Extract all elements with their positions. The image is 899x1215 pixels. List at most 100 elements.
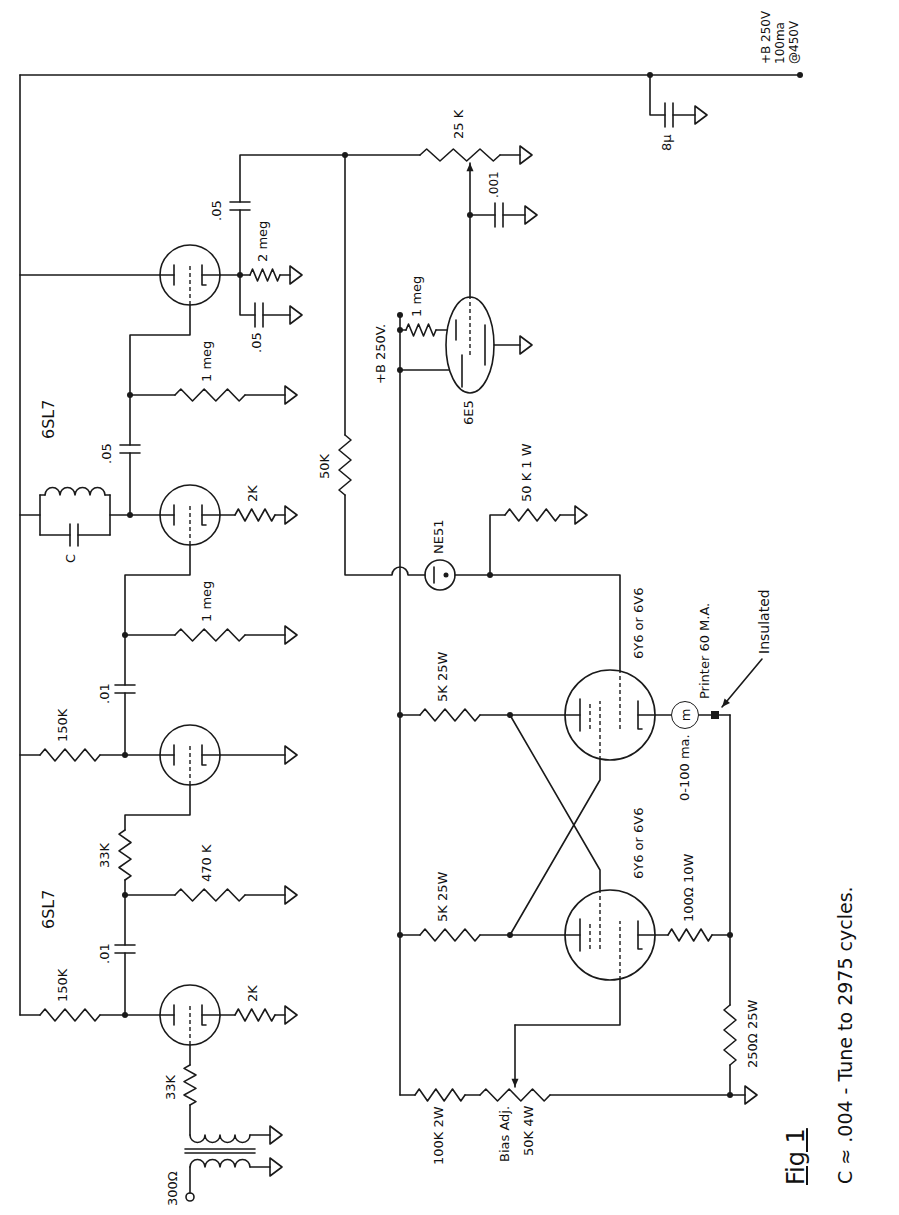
- ground-symbol: [695, 106, 707, 124]
- wire: [510, 760, 600, 935]
- wire: [455, 320, 457, 340]
- wire: [400, 369, 449, 371]
- wire: [100, 1014, 160, 1016]
- wire: [638, 934, 655, 936]
- wire: [125, 545, 190, 635]
- resistor-symbol: [420, 149, 500, 161]
- resistor-symbol: [175, 389, 245, 401]
- wire: [129, 453, 131, 515]
- tube-envelope: [160, 485, 220, 545]
- wire: [125, 894, 175, 896]
- neon-bulb: [425, 560, 455, 590]
- wire: [722, 659, 762, 707]
- resistor-symbol: [119, 830, 131, 880]
- schematic-label: Insulated: [756, 588, 772, 655]
- ground-symbol: [285, 506, 297, 524]
- tube-envelope: [160, 725, 220, 785]
- wire: [189, 1105, 191, 1135]
- schematic-label: C ≈ .004 - Tune to 2975 cycles.: [835, 885, 857, 1185]
- wire: [220, 514, 235, 516]
- wire: [655, 934, 668, 936]
- resistor-symbol: [415, 1089, 465, 1101]
- junction-dot: [397, 712, 403, 718]
- resistor-symbol: [184, 1065, 196, 1105]
- ground-symbol: [575, 506, 587, 524]
- junction-dot: [397, 312, 403, 318]
- resistor-symbol: [420, 709, 480, 721]
- ground-symbol: [285, 886, 297, 904]
- wire: [490, 575, 620, 670]
- wire: [400, 1094, 415, 1096]
- wire: [40, 534, 70, 536]
- schematic-label: +B 250V.: [374, 323, 389, 385]
- wire: [245, 634, 285, 636]
- wire: [20, 74, 800, 76]
- arrow-head: [466, 163, 473, 171]
- schematic-label: 100K 2W: [432, 1105, 447, 1166]
- ground-symbol: [270, 1126, 282, 1144]
- wire: [480, 714, 565, 716]
- schematic-label: +B 250V 100ma @450V: [760, 7, 801, 65]
- capacitor-symbol: [70, 524, 78, 546]
- wire: [240, 274, 250, 276]
- wire: [494, 344, 520, 346]
- wire: [20, 754, 40, 756]
- wire: [189, 1167, 191, 1193]
- tube-envelope: [565, 890, 655, 980]
- schematic-label: 33K: [164, 1074, 179, 1101]
- wire: [729, 1065, 731, 1095]
- wire: [220, 754, 285, 756]
- schematic-label: Bias Adj.: [498, 1105, 513, 1163]
- schematic-label: C: [64, 553, 79, 564]
- wire: [719, 714, 730, 716]
- wire: [19, 75, 21, 1015]
- wire: [185, 1148, 255, 1150]
- tube-envelope: [565, 670, 655, 760]
- wire: [202, 1014, 220, 1016]
- junction-dot: [647, 72, 653, 78]
- tube-envelope: [446, 297, 494, 393]
- wire: [500, 154, 520, 156]
- wire: [245, 394, 285, 396]
- wire: [124, 953, 126, 1015]
- wire: [515, 980, 620, 1025]
- wire: [565, 934, 580, 936]
- wire: [250, 1134, 270, 1136]
- grid-electrode: [589, 921, 590, 949]
- meter-circle: m: [671, 701, 699, 729]
- ground-symbol: [285, 386, 297, 404]
- resistor-symbol: [724, 1005, 736, 1065]
- resistor-symbol: [40, 1009, 100, 1021]
- grid-electrode: [189, 745, 190, 785]
- ground-symbol: [285, 1006, 297, 1024]
- wire: [650, 75, 665, 115]
- schematic-label: 0-100 ma.: [678, 733, 693, 802]
- capacitor-symbol: [120, 445, 140, 453]
- wire: [202, 514, 220, 516]
- ground-symbol: [745, 1086, 757, 1104]
- schematic-label: 1 meg: [410, 275, 425, 318]
- junction-dot: [397, 932, 403, 938]
- wire: [240, 275, 255, 315]
- printer-jack: [711, 711, 719, 719]
- wire: [484, 325, 486, 365]
- ground-symbol: [290, 266, 302, 284]
- schematic-lines: [20, 72, 803, 1201]
- capacitor-symbol: [230, 202, 250, 210]
- resistor-symbol: [235, 509, 275, 521]
- capacitor-symbol: [255, 303, 263, 327]
- wire: [560, 514, 575, 516]
- wire: [202, 274, 220, 276]
- wire: [124, 880, 126, 895]
- schematic-label: 6SL7: [40, 399, 58, 440]
- junction-dot: [727, 932, 733, 938]
- resistor-symbol: [505, 509, 560, 521]
- coil-symbol: [45, 487, 105, 495]
- wire: [20, 514, 40, 516]
- wire: [436, 329, 447, 331]
- grid-electrode: [589, 701, 590, 729]
- wire: [461, 355, 463, 387]
- wire: [39, 495, 41, 535]
- wire: [160, 274, 174, 276]
- schematic-label: .01: [98, 942, 113, 965]
